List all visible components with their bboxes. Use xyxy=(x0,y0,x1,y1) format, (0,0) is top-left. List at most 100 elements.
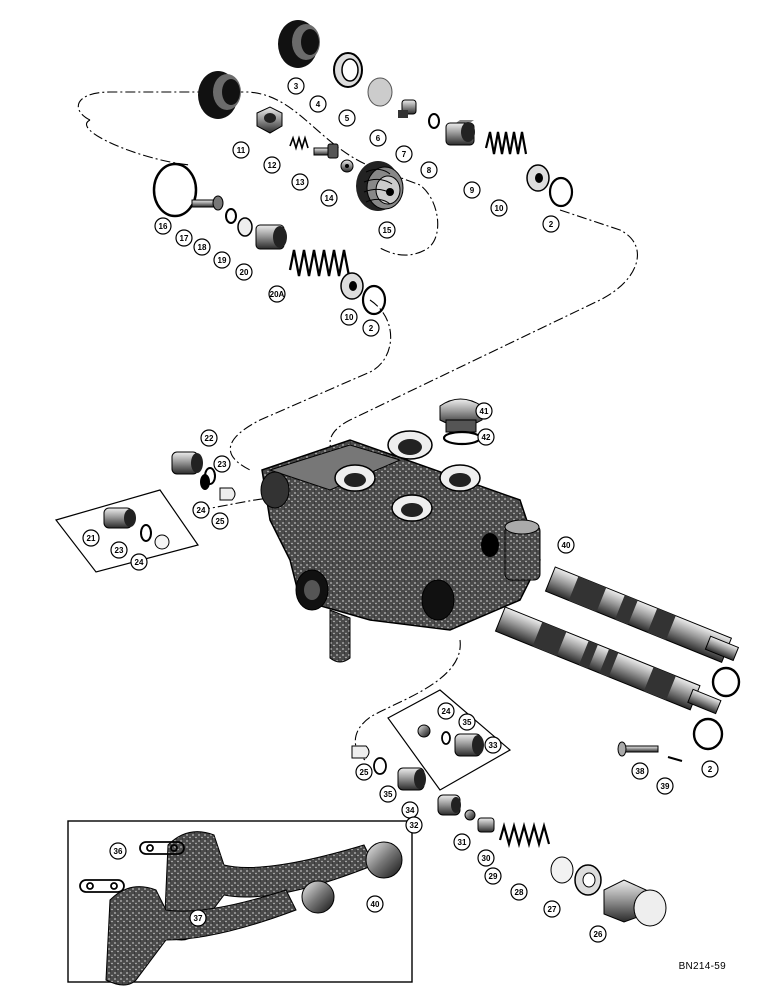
callout-7: 7 xyxy=(395,145,413,163)
callout-number: 39 xyxy=(661,782,670,791)
callout-number: 23 xyxy=(218,460,227,469)
callout-labels: 34567891021112131415161718192020A1022223… xyxy=(82,77,719,943)
cap-nut-part-27 xyxy=(603,879,667,927)
callout-31: 31 xyxy=(453,833,471,851)
callout-10: 10 xyxy=(340,308,358,326)
cap-part-26b xyxy=(351,745,370,759)
callout-number: 30 xyxy=(482,854,491,863)
callout-10: 10 xyxy=(490,199,508,217)
callout-number: 38 xyxy=(636,767,645,776)
seat-part-33 xyxy=(437,794,461,816)
callout-16: 16 xyxy=(154,217,172,235)
callout-14: 14 xyxy=(320,189,338,207)
callout-5: 5 xyxy=(338,109,356,127)
callout-number: 10 xyxy=(495,204,504,213)
oring-part-2d xyxy=(692,717,724,751)
callout-41: 41 xyxy=(475,402,493,420)
stem-part-17 xyxy=(191,195,224,211)
leader-lines xyxy=(77,91,638,761)
callout-23: 23 xyxy=(213,455,231,473)
oring-part-2c xyxy=(711,666,741,698)
washer-part-28 xyxy=(574,864,602,896)
disc-part-5 xyxy=(367,77,393,107)
callout-35: 35 xyxy=(379,785,397,803)
inset-box-lower xyxy=(387,689,512,791)
link-part-37 xyxy=(79,841,185,893)
callout-6: 6 xyxy=(369,129,387,147)
ring-part-24b xyxy=(140,524,152,542)
callout-number: 26 xyxy=(594,930,603,939)
callout-number: 27 xyxy=(548,905,557,914)
plug-part-42 xyxy=(439,398,483,433)
callout-number: 21 xyxy=(87,534,96,543)
callout-33: 33 xyxy=(484,736,502,754)
callout-number: 20A xyxy=(270,290,285,299)
callout-number: 24 xyxy=(197,506,206,515)
cotter-part-40 xyxy=(667,756,683,762)
callout-number: 7 xyxy=(402,150,407,159)
ring-part-18 xyxy=(225,208,237,224)
fitting-part-34 xyxy=(454,733,484,757)
callout-number: 20 xyxy=(240,268,249,277)
callout-number: 19 xyxy=(218,256,227,265)
snap-ring-part-16 xyxy=(152,162,198,218)
callout-12: 12 xyxy=(263,156,281,174)
ball-part-32 xyxy=(464,809,476,821)
threaded-plug-part-15 xyxy=(356,161,404,211)
callout-number: 35 xyxy=(384,790,393,799)
callout-number: 9 xyxy=(470,186,475,195)
callout-11: 11 xyxy=(232,141,250,159)
callout-26: 26 xyxy=(589,925,607,943)
nut-part-11 xyxy=(256,106,283,134)
sleeve-part-20 xyxy=(255,224,287,250)
oring-part-2b xyxy=(361,284,387,316)
ring-part-3b xyxy=(198,71,241,119)
callout-number: 6 xyxy=(376,134,381,143)
washer-part-10b xyxy=(340,272,364,300)
callout-38: 38 xyxy=(631,762,649,780)
callout-number: 8 xyxy=(427,166,432,175)
callout-2: 2 xyxy=(542,215,560,233)
valve-body xyxy=(260,430,541,663)
ring-part-24a xyxy=(200,474,210,490)
callout-number: 42 xyxy=(482,433,491,442)
callout-number: 24 xyxy=(135,558,144,567)
callout-28: 28 xyxy=(510,883,528,901)
fitting-part-22 xyxy=(103,507,136,529)
ball-part-25b xyxy=(417,724,431,738)
spring-part-12 xyxy=(289,135,309,151)
callout-21: 21 xyxy=(82,529,100,547)
spring-part-30 xyxy=(498,821,551,849)
callout-42: 42 xyxy=(477,428,495,446)
plug-part-6 xyxy=(398,99,417,118)
fitting-part-14 xyxy=(340,159,354,173)
callout-22: 22 xyxy=(200,429,218,447)
callout-20: 20 xyxy=(235,263,253,281)
inset-box-lever xyxy=(67,820,413,983)
guide-part-31 xyxy=(477,817,495,833)
callout-32: 32 xyxy=(405,816,423,834)
callout-number: 33 xyxy=(489,741,498,750)
spool-part-1b xyxy=(494,606,722,715)
callout-30: 30 xyxy=(477,849,495,867)
ring-part-36a xyxy=(441,731,451,745)
callout-40: 40 xyxy=(366,895,384,913)
callout-19: 19 xyxy=(213,251,231,269)
callout-25: 25 xyxy=(355,763,373,781)
spring-part-21 xyxy=(288,249,351,277)
callout-40: 40 xyxy=(557,536,575,554)
callout-37: 37 xyxy=(189,909,207,927)
callout-number: 40 xyxy=(371,900,380,909)
ring-part-36b xyxy=(373,757,387,775)
callout-number: 31 xyxy=(458,838,467,847)
bolt-part-13 xyxy=(313,143,339,159)
oring-part-43 xyxy=(442,430,482,446)
fitting-part-35 xyxy=(397,767,426,791)
washer-part-19 xyxy=(237,217,253,237)
callout-number: 40 xyxy=(562,541,571,550)
callout-24: 24 xyxy=(192,501,210,519)
callout-4: 4 xyxy=(309,95,327,113)
callout-number: 11 xyxy=(237,146,246,155)
callout-36: 36 xyxy=(109,842,127,860)
